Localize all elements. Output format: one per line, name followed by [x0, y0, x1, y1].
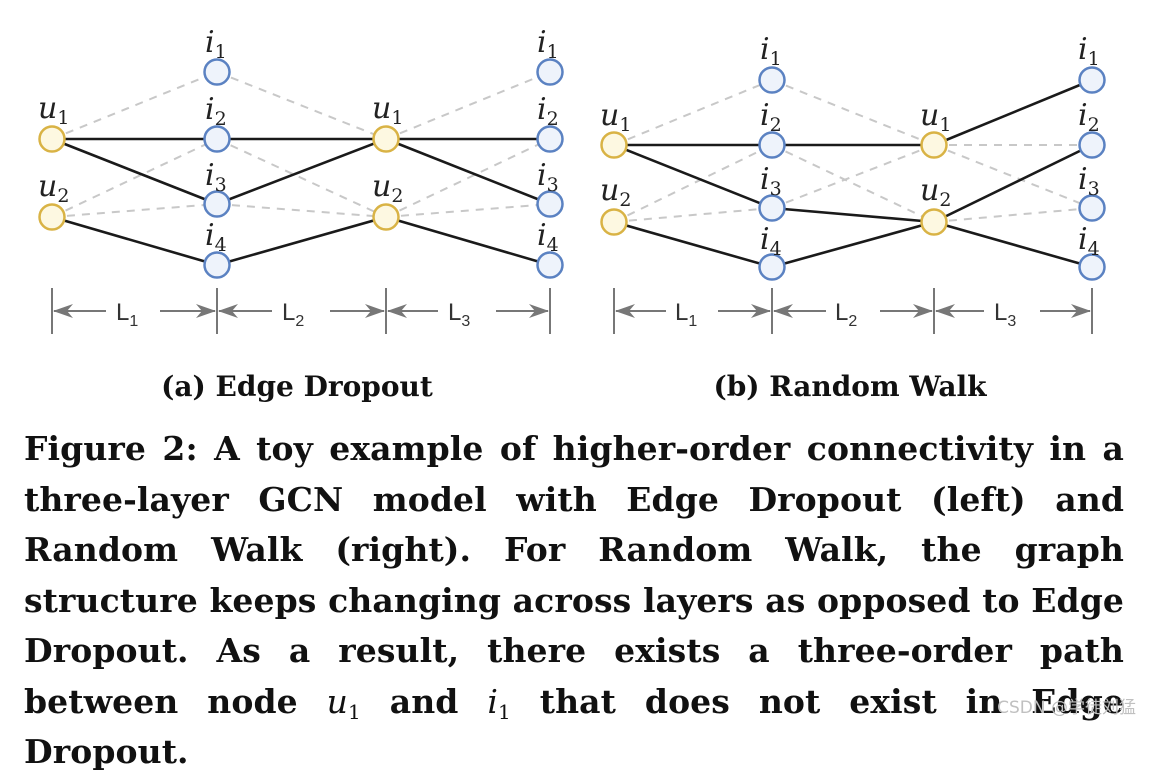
item-nodes [203, 58, 564, 279]
node-u2-l0 [600, 208, 628, 236]
node-i2-l1 [203, 125, 231, 153]
layer-label-l3: L3 [994, 299, 1016, 330]
node-i3-l3 [536, 190, 564, 218]
label-i1: i1 [760, 32, 782, 70]
node-u1-l0 [600, 131, 628, 159]
active-edges [613, 78, 1093, 269]
node-labels: u1 u2 i1 i2 i3 i4 u1 u2 i1 i2 i3 i4 [600, 32, 1100, 260]
node-i3-l1 [203, 190, 231, 218]
node-u1-l0 [38, 125, 66, 153]
watermark: CSDN @学徒刘猛 [997, 698, 1136, 718]
label-i1: i1 [205, 25, 227, 63]
figure-caption: Figure 2: A toy example of higher-order … [24, 424, 1124, 778]
label-u1-mid: u1 [372, 91, 403, 129]
label-i2-right: i2 [1078, 98, 1100, 136]
layer-label-l2: L2 [282, 299, 304, 330]
node-i4-l1 [758, 253, 786, 281]
node-i1-l3 [536, 58, 564, 86]
label-u2: u2 [38, 169, 69, 207]
layer-arrows [613, 288, 1093, 334]
active-edges [51, 137, 551, 267]
node-u1-l2 [372, 125, 400, 153]
label-i4: i4 [205, 218, 227, 256]
node-i3-l3 [1078, 194, 1106, 222]
node-i2-l3 [1078, 131, 1106, 159]
label-i4: i4 [760, 222, 782, 260]
node-i4-l3 [1078, 253, 1106, 281]
label-u1-mid: u1 [920, 98, 951, 136]
label-u1: u1 [600, 98, 631, 136]
node-i1-l1 [758, 66, 786, 94]
label-u2-mid: u2 [372, 169, 403, 207]
label-u2-mid: u2 [920, 173, 951, 211]
node-i2-l1 [758, 131, 786, 159]
label-u2: u2 [600, 173, 631, 211]
item-nodes [758, 66, 1106, 281]
label-i3: i3 [205, 158, 227, 196]
label-i4-right: i4 [537, 218, 559, 256]
node-i1-l3 [1078, 66, 1106, 94]
caption-text-1: Figure 2: A toy example of higher-order … [24, 429, 1124, 721]
label-i2: i2 [205, 92, 227, 130]
caption-text-2: and [360, 681, 488, 721]
inactive-edges [51, 71, 551, 218]
panel-b: u1 u2 i1 i2 i3 i4 u1 u2 i1 i2 i3 i4 L1 L… [600, 32, 1106, 403]
math-i1: i1 [487, 681, 511, 724]
node-u1-l2 [920, 131, 948, 159]
node-i4-l3 [536, 251, 564, 279]
label-i1-right: i1 [1078, 32, 1100, 70]
label-i3-right: i3 [1078, 162, 1100, 200]
node-labels: u1 u2 i1 i2 i3 i4 u1 u2 i1 i2 i3 i4 [38, 25, 559, 256]
math-u1: u1 [326, 681, 361, 724]
layer-arrows [51, 288, 551, 334]
label-i1-right: i1 [537, 25, 559, 63]
label-i4-right: i4 [1078, 222, 1100, 260]
node-i3-l1 [758, 194, 786, 222]
node-u2-l0 [38, 203, 66, 231]
node-i1-l1 [203, 58, 231, 86]
subcaption-a: (a) Edge Dropout [161, 370, 433, 403]
layer-label-l1: L1 [116, 299, 138, 330]
layer-label-l3: L3 [448, 299, 470, 330]
user-nodes [38, 125, 400, 231]
user-nodes [600, 131, 948, 236]
label-i2: i2 [760, 98, 782, 136]
node-i2-l3 [536, 125, 564, 153]
label-u1: u1 [38, 91, 69, 129]
node-u2-l2 [372, 203, 400, 231]
figure-2: u1 u2 i1 i2 i3 i4 u1 u2 i1 i2 i3 i4 L1 [38, 25, 1106, 403]
subcaption-b: (b) Random Walk [713, 370, 987, 403]
node-i4-l1 [203, 251, 231, 279]
label-i2-right: i2 [537, 92, 559, 130]
layer-label-l1: L1 [675, 299, 697, 330]
label-i3-right: i3 [537, 158, 559, 196]
layer-label-l2: L2 [835, 299, 857, 330]
inactive-edges [613, 79, 1093, 223]
panel-a: u1 u2 i1 i2 i3 i4 u1 u2 i1 i2 i3 i4 L1 [38, 25, 564, 403]
node-u2-l2 [920, 208, 948, 236]
label-i3: i3 [760, 162, 782, 200]
